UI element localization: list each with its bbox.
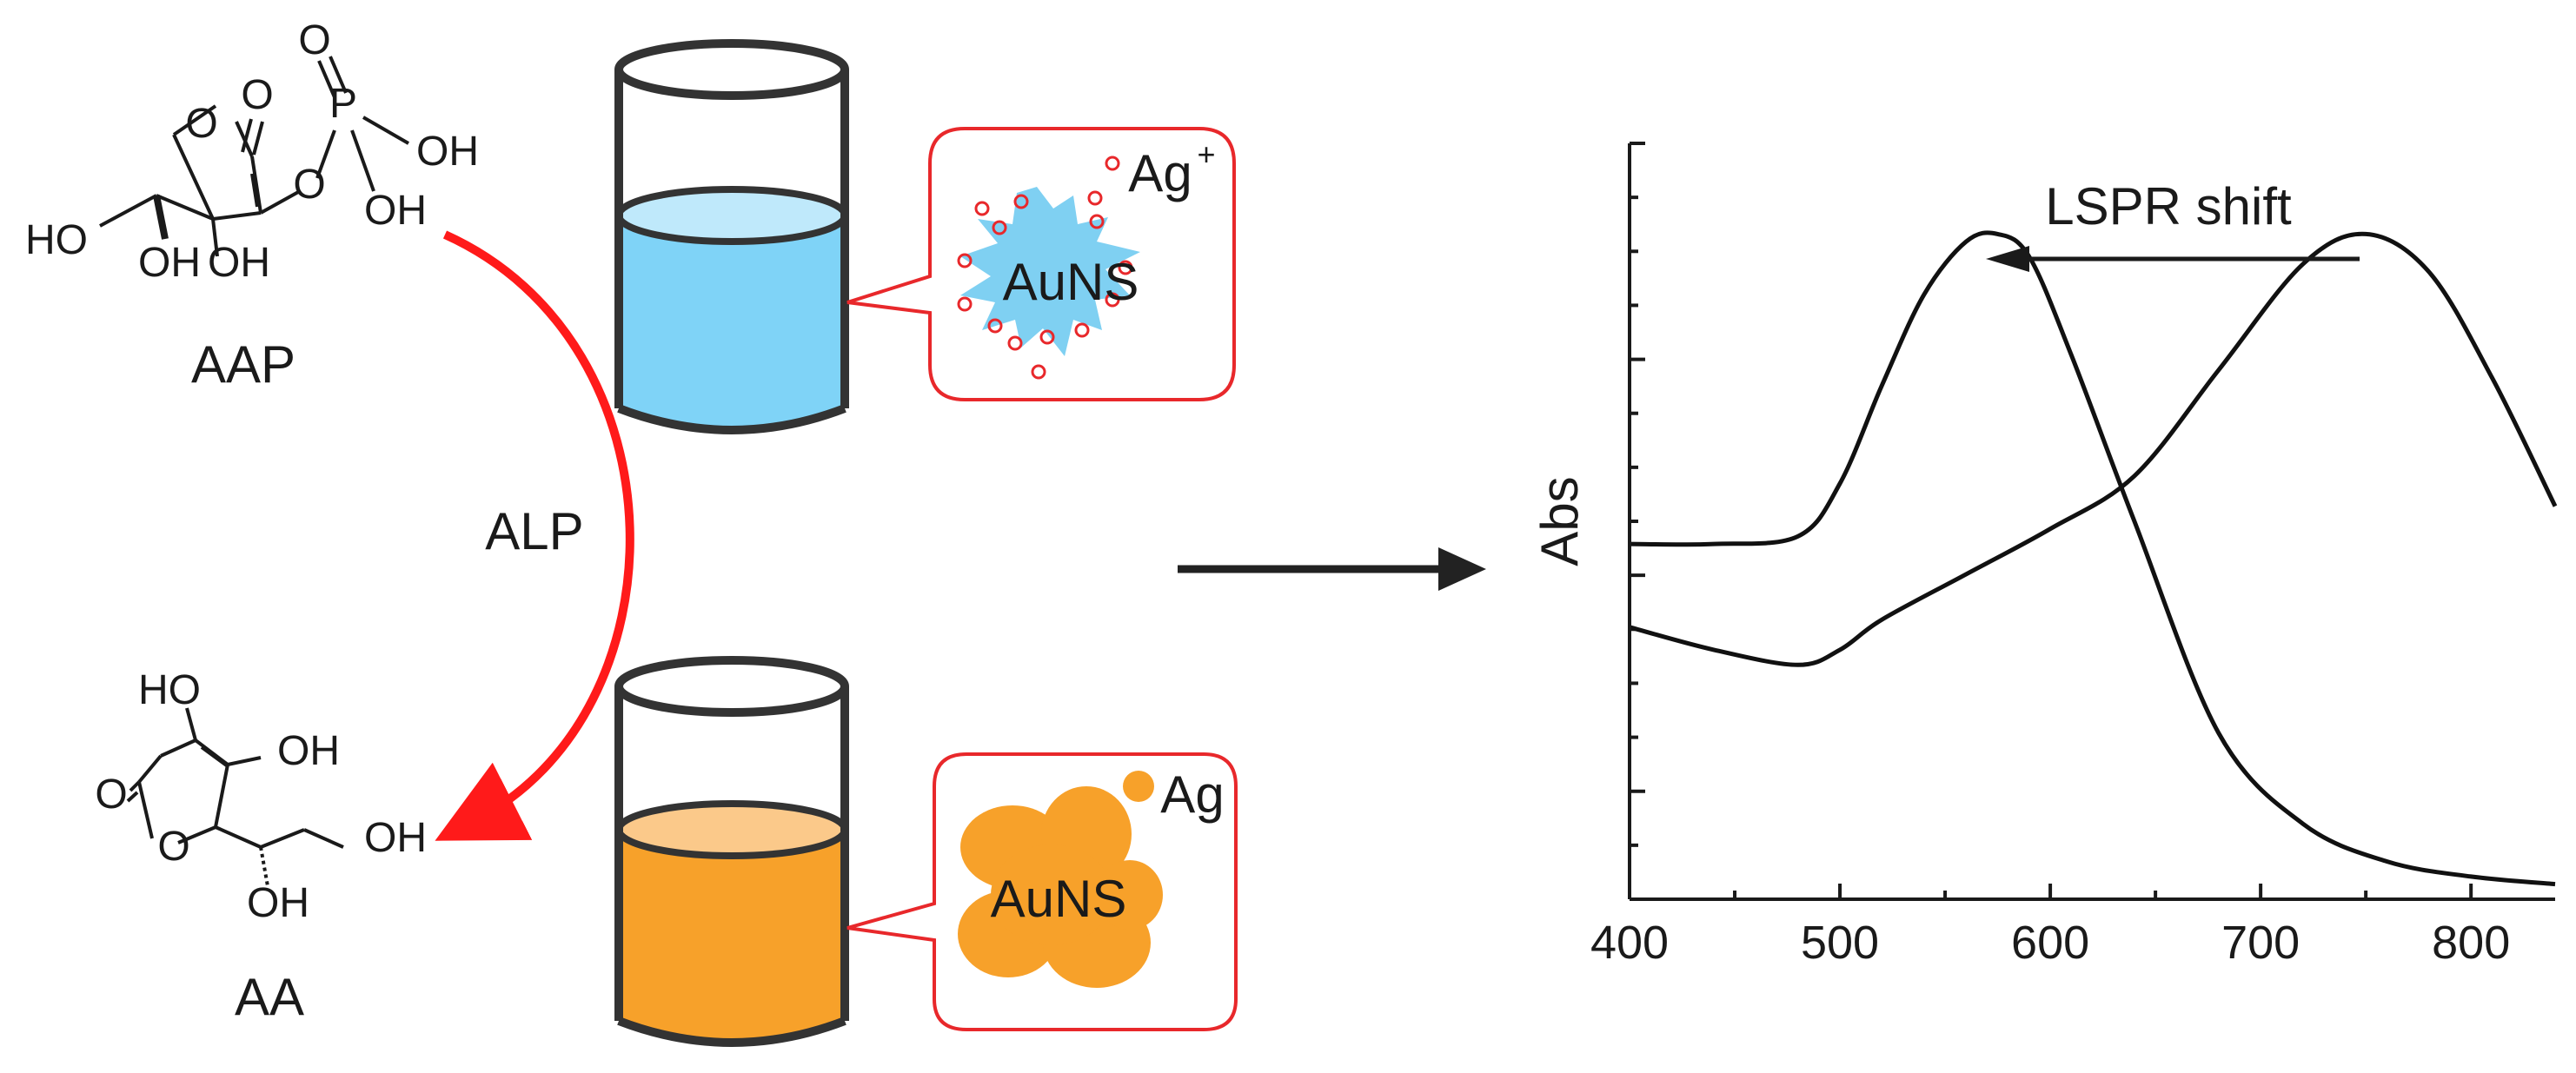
- lspr-shift-annotation: LSPR shift: [1986, 177, 2360, 272]
- aa-o-carbonyl: O: [95, 772, 127, 818]
- beaker-bottom: [614, 656, 849, 1047]
- y-axis-label: Abs: [1530, 476, 1589, 566]
- callout-bottom: AuNS Ag: [846, 752, 1238, 1031]
- aap-o-carbonyl: O: [241, 72, 273, 118]
- aa-name: AA: [235, 968, 304, 1026]
- enzyme-label: ALP: [485, 502, 583, 560]
- x-tick-label-500: 500: [1801, 917, 1879, 969]
- aap-oh-ring: OH: [208, 240, 270, 286]
- aa-atom-labels: HO OH O O OH OH: [95, 667, 427, 926]
- callout-top-ion-label: Ag: [1128, 144, 1192, 202]
- alp-reaction-arrow: [435, 230, 634, 841]
- aa-oh-right: OH: [277, 728, 340, 774]
- process-arrow: [1178, 547, 1486, 591]
- x-tick-label-800: 800: [2432, 917, 2510, 969]
- aa-structure: [126, 707, 344, 887]
- x-tick-label-700: 700: [2221, 917, 2300, 969]
- aa-o-ring: O: [157, 824, 189, 870]
- callout-top-particle-label: AuNS: [1003, 253, 1139, 311]
- series-line-1: [1629, 230, 2556, 887]
- aap-structure: [99, 56, 409, 257]
- aap-oh-chain: OH: [138, 240, 201, 286]
- aa-oh-chain: OH: [364, 815, 427, 861]
- aap-atom-labels: O O O P OH OH O HO OH OH: [25, 17, 479, 286]
- x-tick-label-400: 400: [1590, 917, 1669, 969]
- series-line-2: [1629, 231, 2558, 667]
- ag-particle: [1123, 771, 1154, 802]
- callout-bottom-ion-label: Ag: [1160, 765, 1224, 824]
- aap-p: P: [329, 81, 357, 127]
- aap-oh-p2: OH: [364, 188, 427, 234]
- lspr-shift-label: LSPR shift: [2045, 177, 2292, 235]
- callout-top: AuNS Ag +: [846, 127, 1236, 401]
- aa-ho-top: HO: [138, 667, 201, 713]
- callout-bottom-particle-label: AuNS: [991, 870, 1127, 928]
- beaker-top: [614, 39, 849, 434]
- aap-oh-p1: OH: [416, 129, 479, 175]
- aap-o-ring: O: [185, 101, 217, 147]
- aap-ho-chain: HO: [25, 217, 88, 263]
- callout-top-ion-charge: +: [1197, 136, 1215, 172]
- aap-name: AAP: [191, 335, 295, 394]
- absorbance-chart: 400 500 600 700 800 Abs LSPR shift: [1530, 142, 2558, 969]
- aa-oh-bottom: OH: [247, 880, 309, 926]
- auns-aggregate-particle: [958, 786, 1163, 988]
- x-tick-label-600: 600: [2011, 917, 2089, 969]
- aap-o-link: O: [293, 162, 325, 208]
- aap-o-double: O: [298, 17, 330, 63]
